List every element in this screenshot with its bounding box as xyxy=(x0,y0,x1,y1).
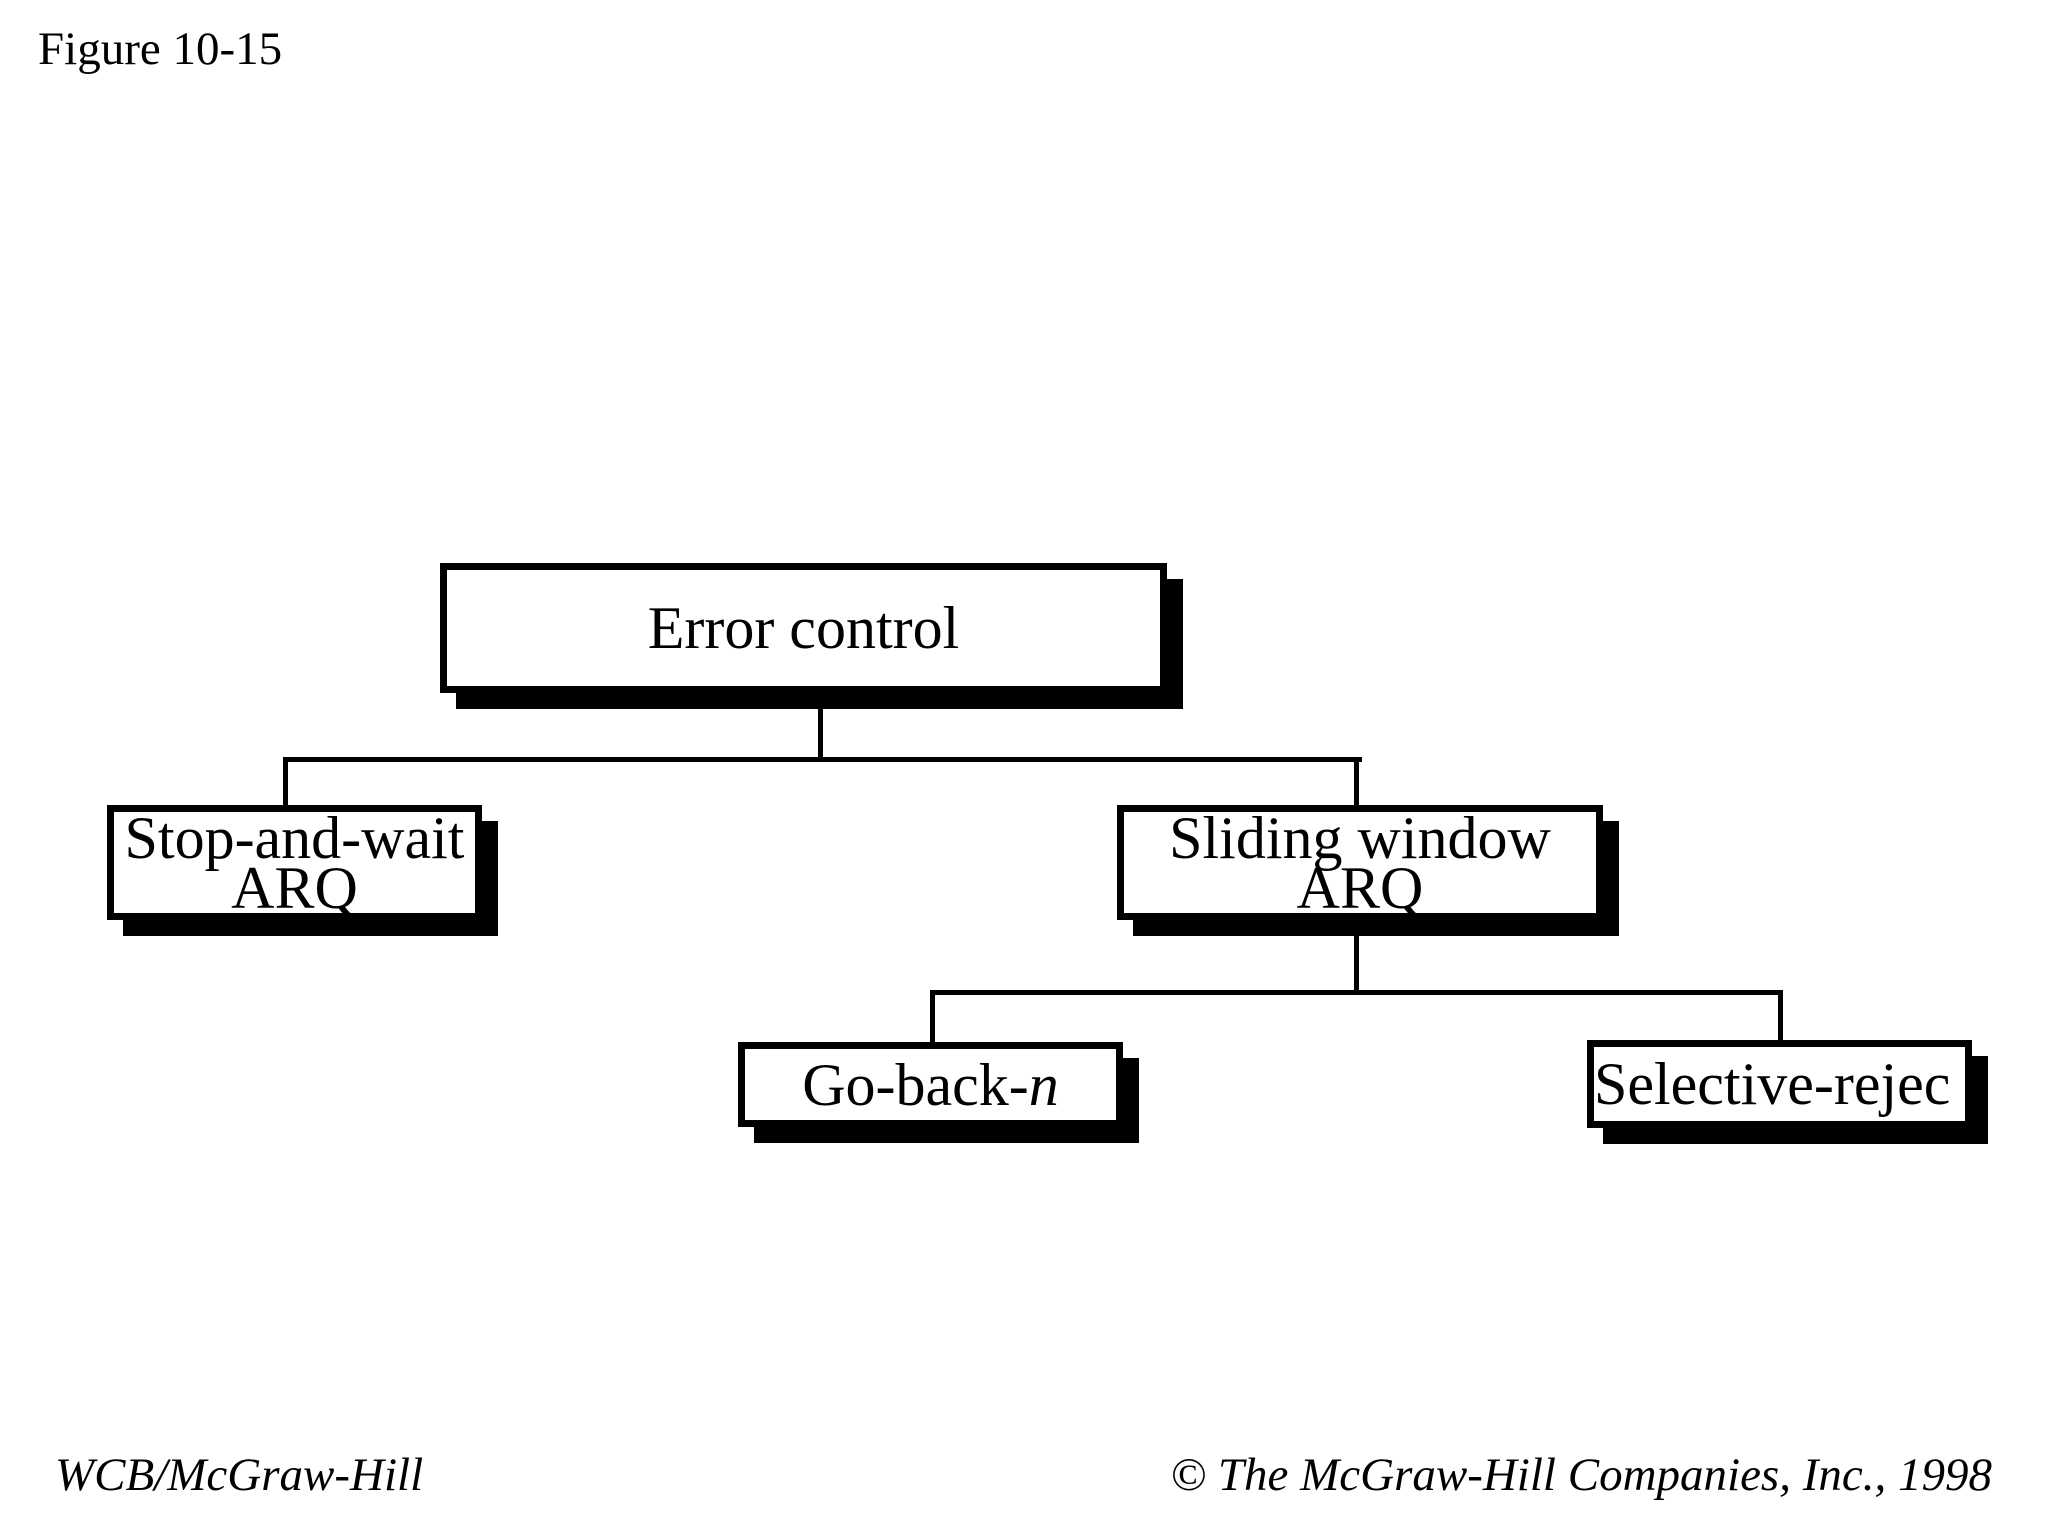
node-go-back-n: Go-back-n xyxy=(738,1042,1123,1127)
node-sliding-window-line1: Sliding window xyxy=(1169,805,1551,871)
connector-go-back-n-stub xyxy=(930,990,935,1042)
node-error-control: Error control xyxy=(440,563,1167,693)
node-selective-reject-label: Selective-rejec xyxy=(1594,1051,1951,1117)
figure-label: Figure 10-15 xyxy=(38,23,283,75)
node-stop-and-wait-line2: ARQ xyxy=(231,854,358,920)
connector-selective-reject-stub xyxy=(1778,990,1783,1040)
node-go-back-n-label-prefix: Go-back- xyxy=(802,1051,1029,1118)
connector-level1-horizontal xyxy=(283,757,1362,762)
footer-copyright-notice: © The McGraw-Hill Companies, Inc., 1998 xyxy=(1170,1449,1992,1501)
node-sliding-window-arq: Sliding window ARQ xyxy=(1117,805,1603,920)
node-stop-and-wait-line1: Stop-and-wait xyxy=(124,805,465,871)
node-sliding-window-line2: ARQ xyxy=(1296,854,1424,920)
connector-error-control-stem xyxy=(818,693,823,762)
connector-stop-and-wait-stub xyxy=(283,757,288,805)
node-stop-and-wait-arq: Stop-and-wait ARQ xyxy=(107,805,482,920)
connector-level2-horizontal xyxy=(930,990,1783,995)
connector-sliding-window-stub xyxy=(1354,757,1359,805)
node-go-back-n-label-italic-n: n xyxy=(1028,1051,1059,1118)
node-error-control-label: Error control xyxy=(647,595,960,661)
node-selective-reject: Selective-rejec xyxy=(1587,1040,1972,1128)
connector-sliding-window-stem xyxy=(1354,918,1359,995)
node-go-back-n-label: Go-back-n xyxy=(802,1055,1059,1115)
footer-publisher-credit: WCB/McGraw-Hill xyxy=(55,1449,424,1501)
